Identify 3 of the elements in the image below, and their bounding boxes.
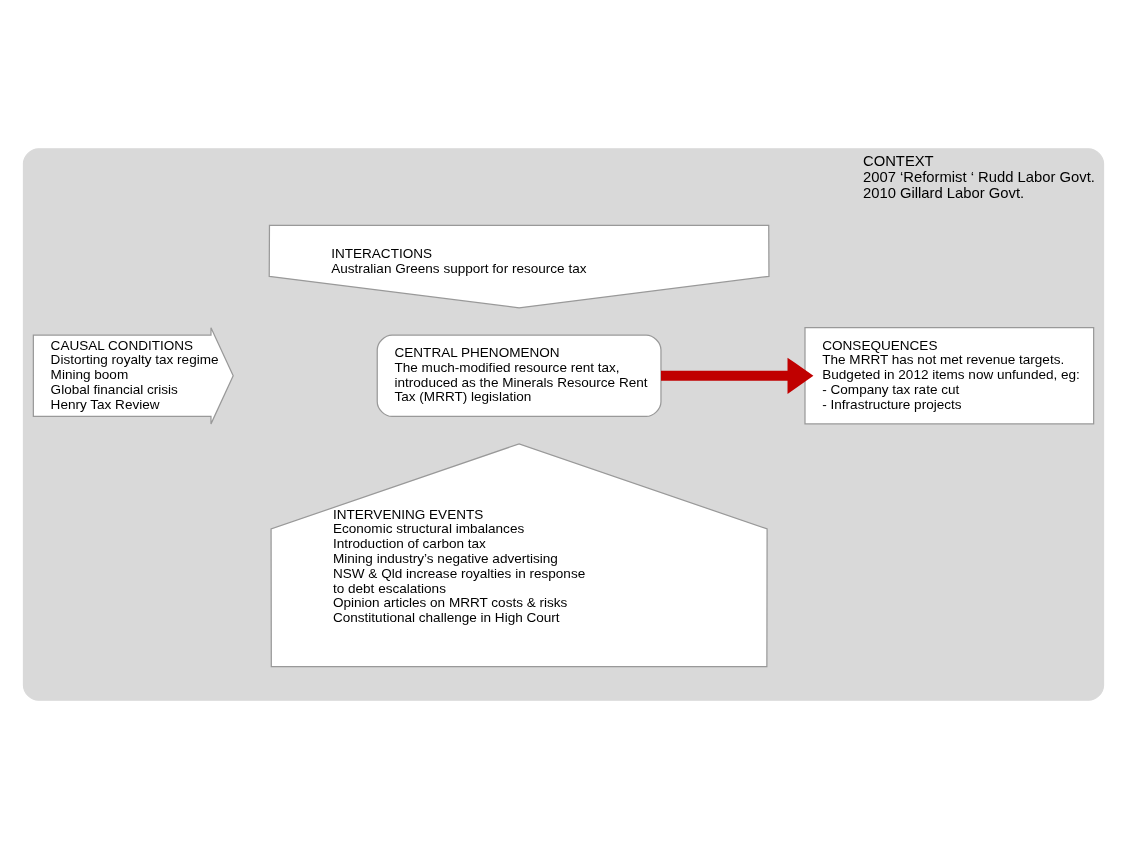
arrow	[661, 357, 814, 394]
node-box: CENTRAL PHENOMENON The much-modified resource rent tax, introduced as the Minerals Resource Rent Tax (MRRT) legislation	[376, 333, 662, 417]
node-box: CONSEQUENCES The MRRT has not met revenue targets. Budgeted in 2012 items now unfunded, eg: - Company tax rate cut - Infrastructure projects	[804, 326, 1095, 424]
